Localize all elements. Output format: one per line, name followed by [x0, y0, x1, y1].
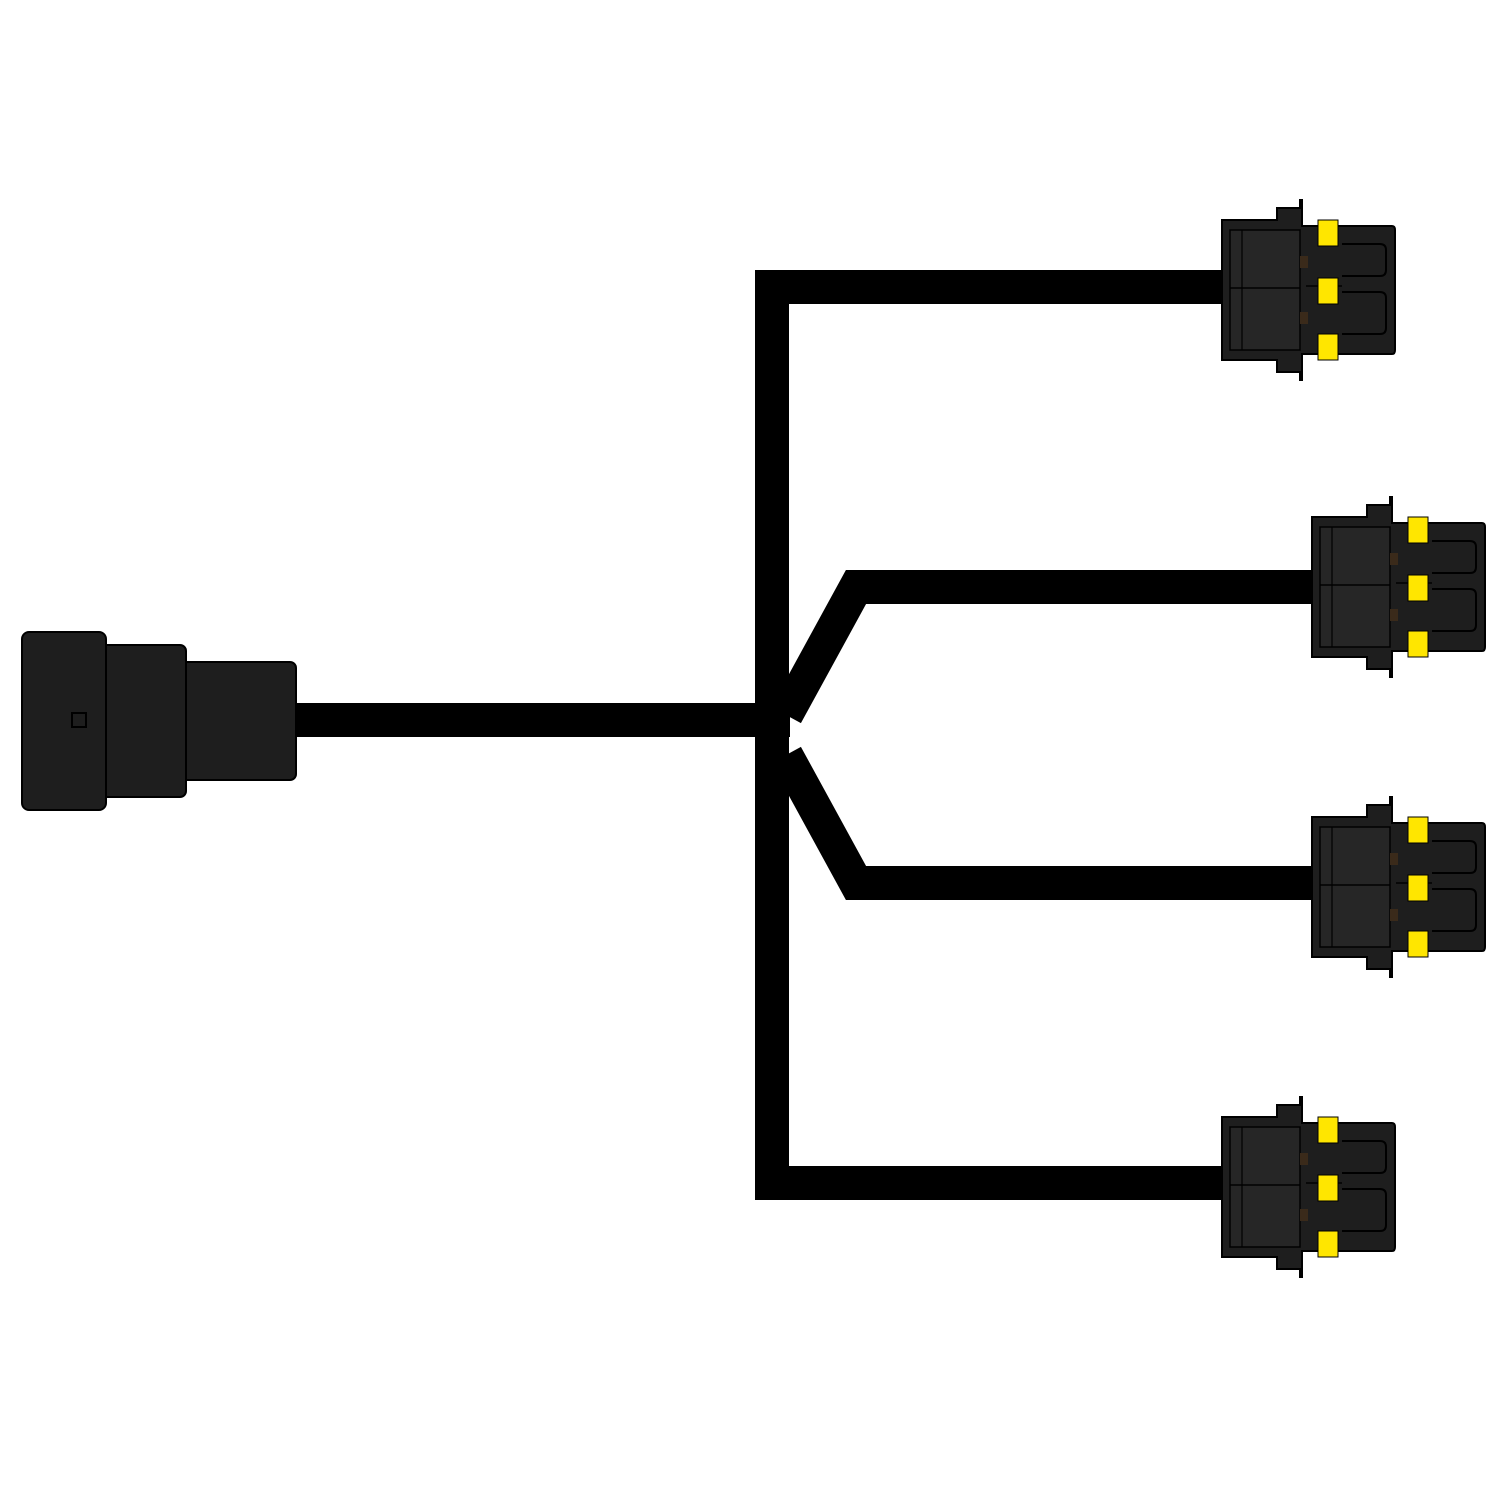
terminal-pin-icon [1407, 816, 1429, 844]
outer-branch-cable [755, 270, 1230, 1200]
plug-rear-block [1229, 1126, 1301, 1248]
terminal-pin-icon [1407, 874, 1429, 902]
terminal-seat [1300, 1209, 1308, 1221]
plug-rear-block [1319, 526, 1391, 648]
input-connector-middle [97, 644, 187, 798]
terminal-seat [1300, 1153, 1308, 1165]
terminal-seat [1300, 312, 1308, 324]
plug-rear-block [1229, 229, 1301, 351]
latch-outline-lower [1342, 291, 1387, 335]
latch-outline-upper [1432, 540, 1477, 574]
output-connector-3 [1311, 796, 1486, 978]
terminal-seat [1390, 853, 1398, 865]
key-mark-icon [71, 712, 87, 728]
output-connector-1 [1221, 199, 1396, 381]
output-connector-4 [1221, 1096, 1396, 1278]
terminal-pin-icon [1317, 277, 1339, 305]
latch-outline-lower [1432, 888, 1477, 932]
inner-branch-lower-cable [771, 746, 1320, 900]
terminal-pin-icon [1407, 630, 1429, 658]
terminal-seat [1390, 553, 1398, 565]
terminal-pin-icon [1407, 516, 1429, 544]
latch-outline-lower [1342, 1188, 1387, 1232]
terminal-pin-icon [1317, 333, 1339, 361]
terminal-pin-icon [1317, 1116, 1339, 1144]
input-connector-head [21, 631, 107, 811]
inner-branch-upper-cable [771, 570, 1320, 724]
terminal-seat [1390, 609, 1398, 621]
connector-group [21, 199, 1486, 1278]
terminal-pin-icon [1407, 930, 1429, 958]
output-connector-2 [1311, 496, 1486, 678]
cable-group [294, 270, 1320, 1200]
latch-outline-upper [1342, 1140, 1387, 1174]
terminal-pin-icon [1317, 1230, 1339, 1258]
input-connector [21, 631, 297, 811]
terminal-seat [1300, 256, 1308, 268]
terminal-pin-icon [1407, 574, 1429, 602]
latch-outline-upper [1342, 243, 1387, 277]
input-connector-tail [179, 661, 297, 781]
terminal-seat [1390, 909, 1398, 921]
terminal-pin-icon [1317, 1174, 1339, 1202]
terminal-pin-icon [1317, 219, 1339, 247]
latch-outline-upper [1432, 840, 1477, 874]
latch-outline-lower [1432, 588, 1477, 632]
plug-rear-block [1319, 826, 1391, 948]
